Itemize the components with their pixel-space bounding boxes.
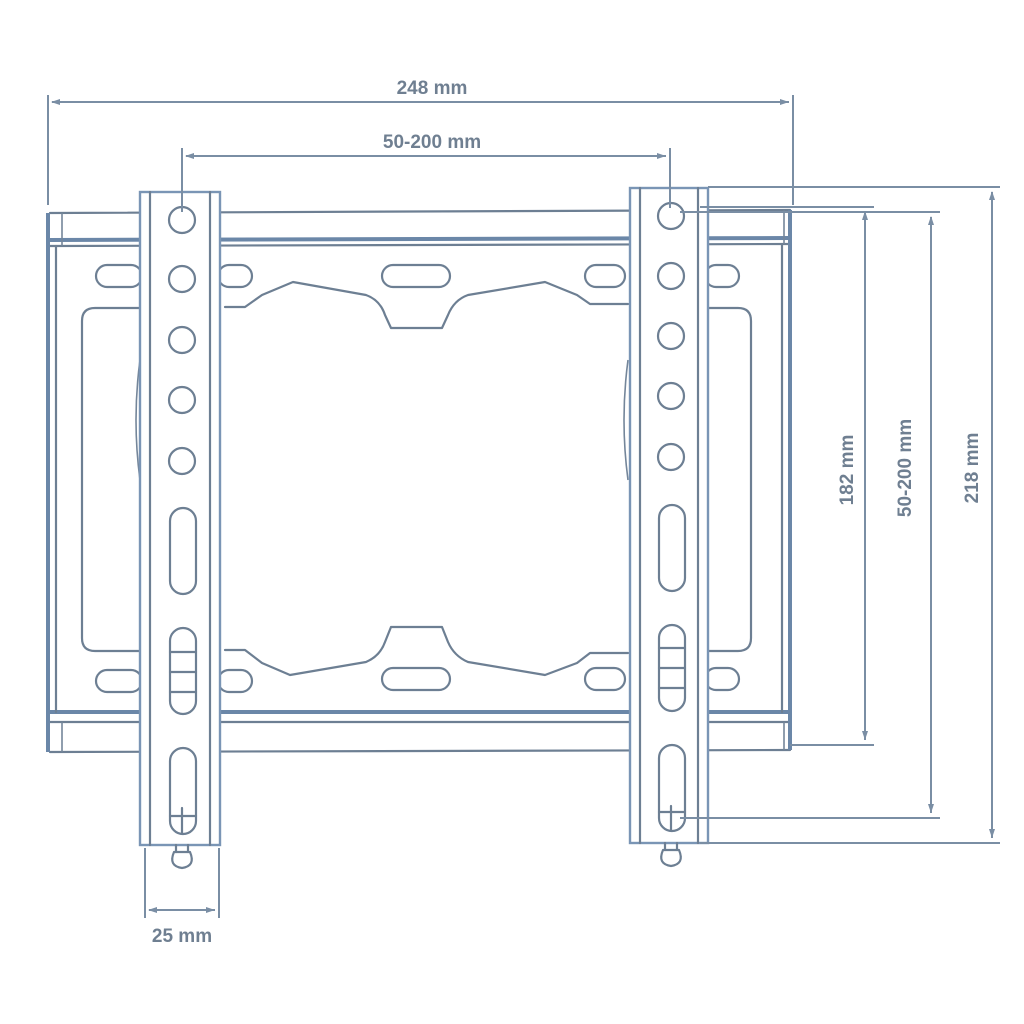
right-vertical-arm xyxy=(628,186,710,868)
dimension-overall-width: 248 mm xyxy=(47,78,794,205)
frame-height-label: 182 mm xyxy=(837,435,858,506)
right-screw xyxy=(660,848,682,868)
overall-height-label: 218 mm xyxy=(962,433,983,504)
dimension-horizontal-vesa: 50-200 mm xyxy=(181,132,671,212)
dimension-vertical-vesa: 50-200 mm xyxy=(680,211,940,819)
overall-width-label: 248 mm xyxy=(397,78,468,99)
dimension-frame-height: 182 mm xyxy=(700,206,874,746)
left-arm-slots xyxy=(168,506,198,836)
left-vertical-arm xyxy=(138,190,222,870)
left-screw xyxy=(171,850,193,870)
left-arm-holes xyxy=(167,205,197,476)
dimension-depth: 25 mm xyxy=(144,848,220,947)
right-arm-slots xyxy=(657,503,687,833)
depth-label: 25 mm xyxy=(152,926,212,947)
vertical-vesa-label: 50-200 mm xyxy=(895,419,916,517)
dimension-overall-height: 218 mm xyxy=(700,186,1000,844)
horizontal-vesa-label: 50-200 mm xyxy=(383,132,481,153)
